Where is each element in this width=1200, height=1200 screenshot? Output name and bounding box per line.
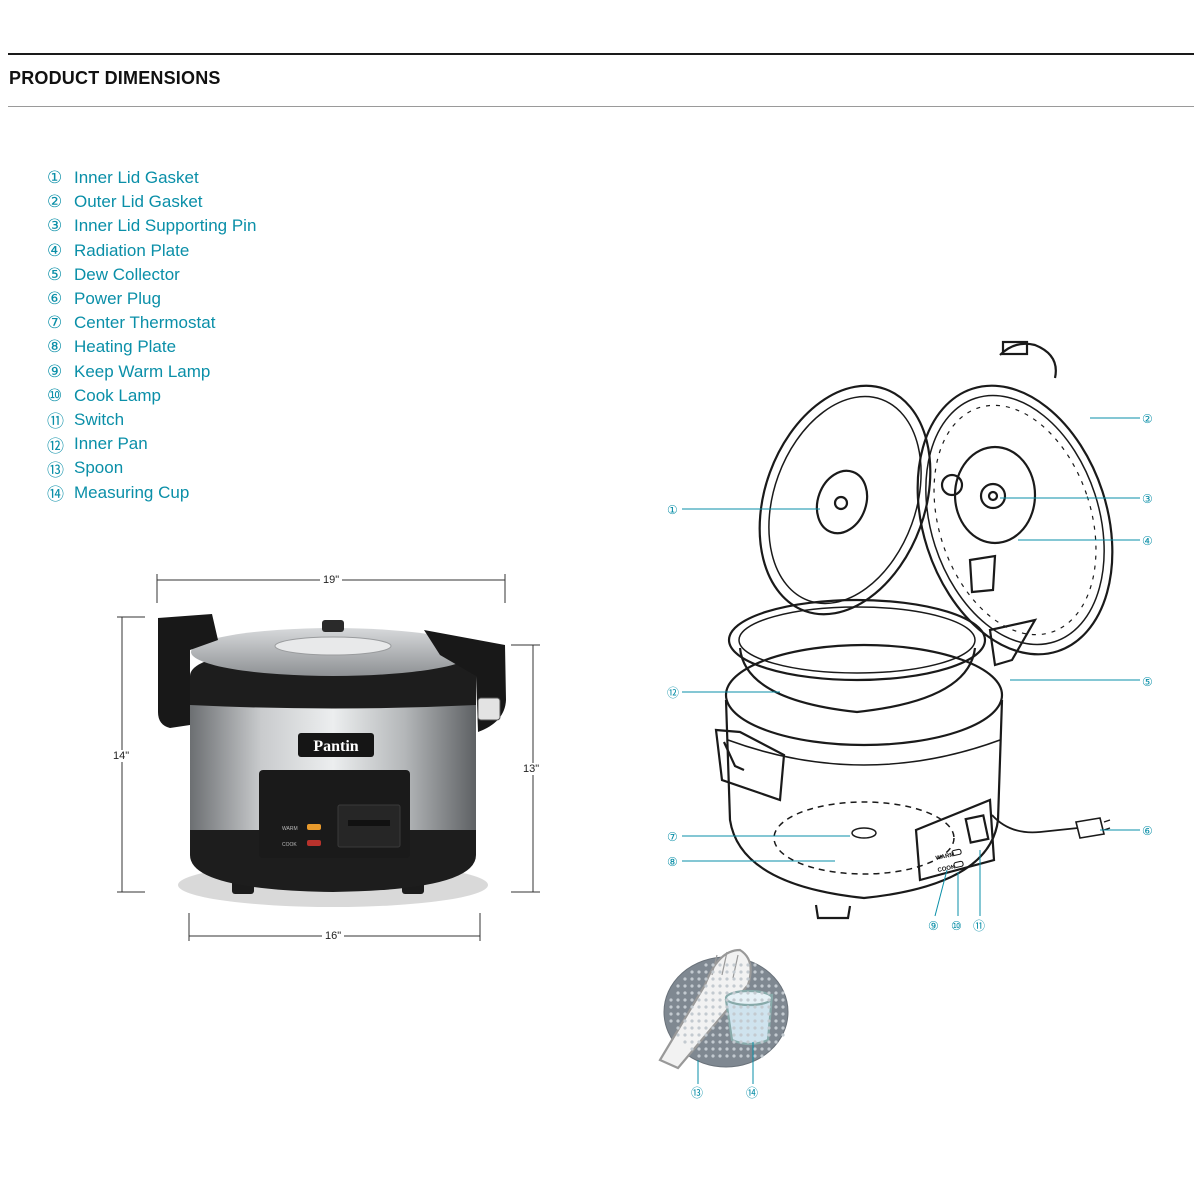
parts-list-item: ⑫ Inner Pan <box>47 432 256 456</box>
callout-8: ⑧ <box>667 855 678 869</box>
parts-list-item: ④ Radiation Plate <box>47 239 256 263</box>
parts-list-item: ⑤ Dew Collector <box>47 263 256 287</box>
header-bottom-rule <box>8 106 1194 107</box>
dimension-width-top: 19" <box>320 574 343 586</box>
brand-logo: Pantin <box>313 738 358 755</box>
part-number: ① <box>47 168 63 188</box>
exploded-diagram <box>658 340 1114 1070</box>
part-label: Heating Plate <box>74 337 177 357</box>
panel-cook-label: COOK <box>937 864 957 874</box>
part-number: ⑫ <box>47 436 64 456</box>
page-title: PRODUCT DIMENSIONS <box>9 68 221 88</box>
callout-11: ⑪ <box>973 919 985 933</box>
part-number: ② <box>47 192 63 212</box>
header-top-rule <box>8 53 1194 55</box>
parts-list-item: ⑥ Power Plug <box>47 287 256 311</box>
part-number: ⑭ <box>47 485 64 505</box>
callout-6: ⑥ <box>1142 824 1153 838</box>
part-label: Switch <box>74 409 125 429</box>
part-label: Keep Warm Lamp <box>74 361 211 381</box>
parts-list-item: ⑪ Switch <box>47 408 256 432</box>
leader-lines <box>682 417 1140 1084</box>
parts-list-item: ③ Inner Lid Supporting Pin <box>47 214 256 238</box>
callout-5: ⑤ <box>1142 675 1153 689</box>
dimension-width-bottom: 16" <box>322 930 345 942</box>
part-number: ⑬ <box>47 460 64 480</box>
callout-9: ⑨ <box>928 919 939 933</box>
callout-14: ⑭ <box>746 1086 758 1100</box>
callout-2: ② <box>1142 412 1153 426</box>
mat-pattern <box>669 963 785 1058</box>
part-number: ⑨ <box>47 361 63 381</box>
rice-cooker-photo: Pantin WARM COOK <box>158 614 506 907</box>
lamp-cook-label: COOK <box>282 842 297 848</box>
callout-13: ⑬ <box>691 1086 703 1100</box>
part-label: Dew Collector <box>74 264 180 284</box>
callout-1: ① <box>667 503 678 517</box>
part-number: ⑥ <box>47 289 63 309</box>
callout-7: ⑦ <box>667 830 678 844</box>
callout-4: ④ <box>1142 534 1153 548</box>
part-label: Spoon <box>74 458 124 478</box>
lamp-warm-label: WARM <box>282 826 298 832</box>
part-number: ③ <box>47 216 63 236</box>
part-label: Inner Lid Supporting Pin <box>74 216 257 236</box>
part-number: ⑩ <box>47 385 63 405</box>
parts-list: ① Inner Lid Gasket ② Outer Lid Gasket ③ Inner… <box>47 166 256 505</box>
part-number: ④ <box>47 240 63 260</box>
part-label: Power Plug <box>74 289 161 309</box>
dimension-height-right: 13" <box>520 763 543 775</box>
parts-list-item: ⑩ Cook Lamp <box>47 384 256 408</box>
part-label: Measuring Cup <box>74 482 190 502</box>
parts-list-item: ⑨ Keep Warm Lamp <box>47 360 256 384</box>
part-number: ⑪ <box>47 412 64 432</box>
part-number: ⑤ <box>47 264 63 284</box>
parts-list-item: ⑭ Measuring Cup <box>47 480 256 505</box>
parts-list-item: ⑦ Center Thermostat <box>47 311 256 335</box>
part-number: ⑧ <box>47 337 63 357</box>
parts-list-item: ⑬ Spoon <box>47 456 256 480</box>
panel-lamps <box>951 848 964 868</box>
panel-warm-label: WARM <box>935 852 955 862</box>
part-label: Outer Lid Gasket <box>74 192 203 212</box>
dimension-height-left: 14" <box>110 750 133 762</box>
callout-10: ⑩ <box>951 919 962 933</box>
part-label: Cook Lamp <box>74 385 161 405</box>
part-label: Inner Lid Gasket <box>74 168 199 188</box>
parts-list-item: ⑧ Heating Plate <box>47 335 256 359</box>
parts-list-item: ② Outer Lid Gasket <box>47 190 256 214</box>
parts-list-item: ① Inner Lid Gasket <box>47 166 256 190</box>
callout-3: ③ <box>1142 492 1153 506</box>
part-label: Inner Pan <box>74 434 148 454</box>
callout-12: ⑫ <box>667 686 679 700</box>
part-label: Center Thermostat <box>74 313 216 333</box>
part-label: Radiation Plate <box>74 240 190 260</box>
callout-numbers: ① ② ③ ④ ⑤ ⑥ ⑦ ⑧ ⑨ ⑩ ⑪ ⑫ ⑬ ⑭ <box>667 412 1153 1100</box>
part-number: ⑦ <box>47 313 63 333</box>
